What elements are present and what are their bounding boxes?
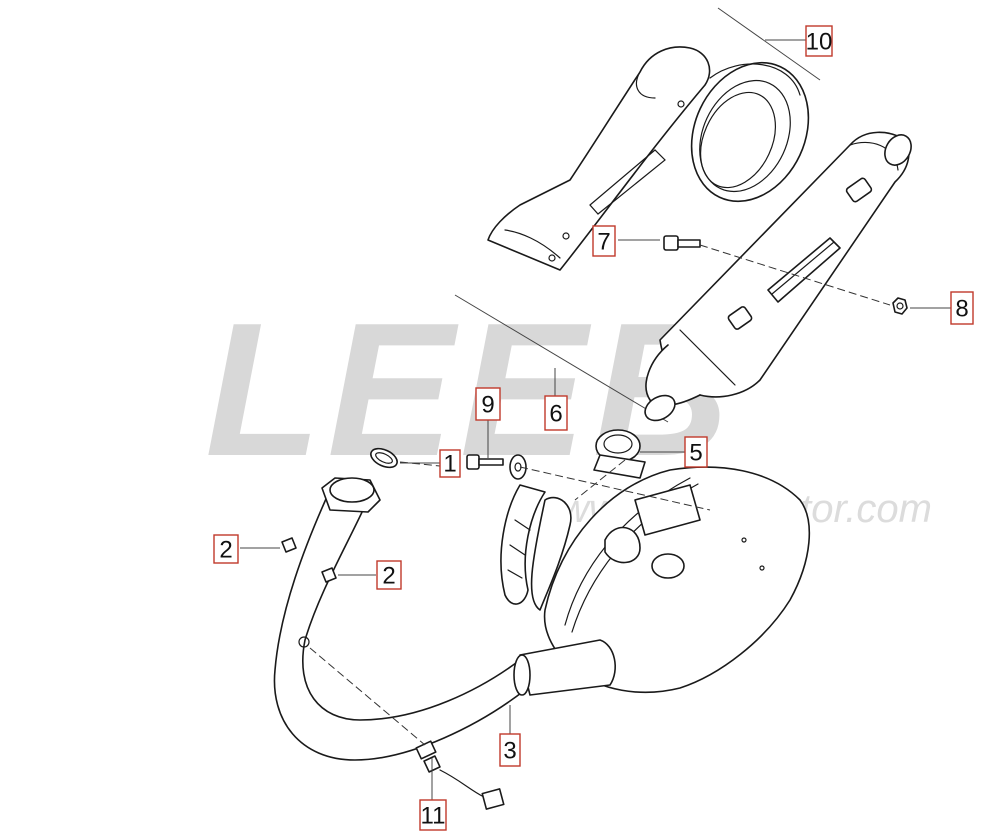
callout-7: 7 (592, 225, 616, 257)
baffle-ring (690, 61, 810, 203)
callout-2a: 2 (213, 534, 239, 564)
callout-9-label: 9 (481, 392, 494, 419)
callout-6-label: 6 (549, 401, 562, 428)
header-pipe (273, 477, 616, 761)
callout-3: 3 (499, 733, 521, 767)
callout-2b-label: 2 (382, 563, 395, 590)
nut (892, 297, 908, 315)
muffler (644, 131, 912, 422)
callout-2a-label: 2 (219, 537, 232, 564)
heat-shield (487, 46, 711, 271)
callout-7-label: 7 (597, 229, 610, 256)
clamp (593, 429, 646, 479)
callout-3-label: 3 (503, 738, 516, 765)
gasket (370, 447, 398, 469)
callout-5: 5 (684, 436, 708, 468)
callout-10: 10 (805, 25, 833, 57)
bolt-and-washer (466, 454, 527, 480)
callout-5-label: 5 (689, 440, 702, 467)
header-nuts (281, 537, 337, 583)
muffler-bolt (663, 235, 701, 251)
callout-leaders (240, 239, 951, 800)
callout-11-label: 11 (421, 803, 446, 830)
callout-1: 1 (439, 449, 461, 478)
callout-10-label: 10 (806, 29, 833, 56)
callout-1-label: 1 (443, 451, 456, 478)
callout-8: 8 (950, 291, 974, 325)
watermark: LEEB www.leeb-motor.com (205, 284, 932, 531)
callout-6: 6 (544, 395, 568, 431)
oxygen-sensor (415, 740, 505, 810)
callout-8-label: 8 (955, 296, 968, 323)
callout-2b: 2 (376, 560, 402, 590)
callout-9: 9 (475, 387, 501, 421)
silencer-body (500, 466, 811, 694)
guide-lines (454, 7, 821, 423)
callout-11: 11 (419, 799, 447, 831)
